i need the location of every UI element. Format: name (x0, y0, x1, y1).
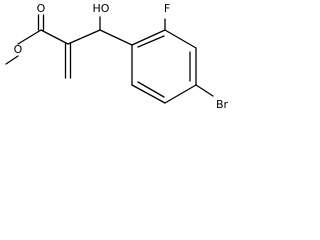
atom-label-hydroxyl: HO (93, 2, 110, 15)
bond-carbonyl-ester-o (17, 29, 42, 45)
ring-bond-c5-c6 (131, 84, 166, 104)
atom-label-bromine: Br (216, 98, 229, 111)
bond-carbonyl-alpha (40, 29, 69, 45)
bond-carbinol-ring (99, 29, 133, 46)
ring-bond-c4-c5 (164, 84, 197, 104)
ring-bond-c2-c3 (164, 29, 197, 49)
atom-label-ester-oxygen: O (14, 43, 23, 56)
ring-inner-bond-c1-c2 (137, 35, 165, 48)
atom-label-carbonyl-oxygen: O (37, 2, 46, 15)
atom-label-fluorine: F (164, 2, 170, 15)
ring-inner-bond-c5-c6 (137, 81, 165, 98)
bond-alpha-carbinol (67, 29, 101, 45)
ring-bond-c1-c2 (131, 29, 166, 46)
bond-ring-bromine (195, 84, 214, 97)
chemical-structure-diagram: O O HO F Br (5, 2, 229, 111)
bond-ester-o-methyl (5, 55, 19, 65)
